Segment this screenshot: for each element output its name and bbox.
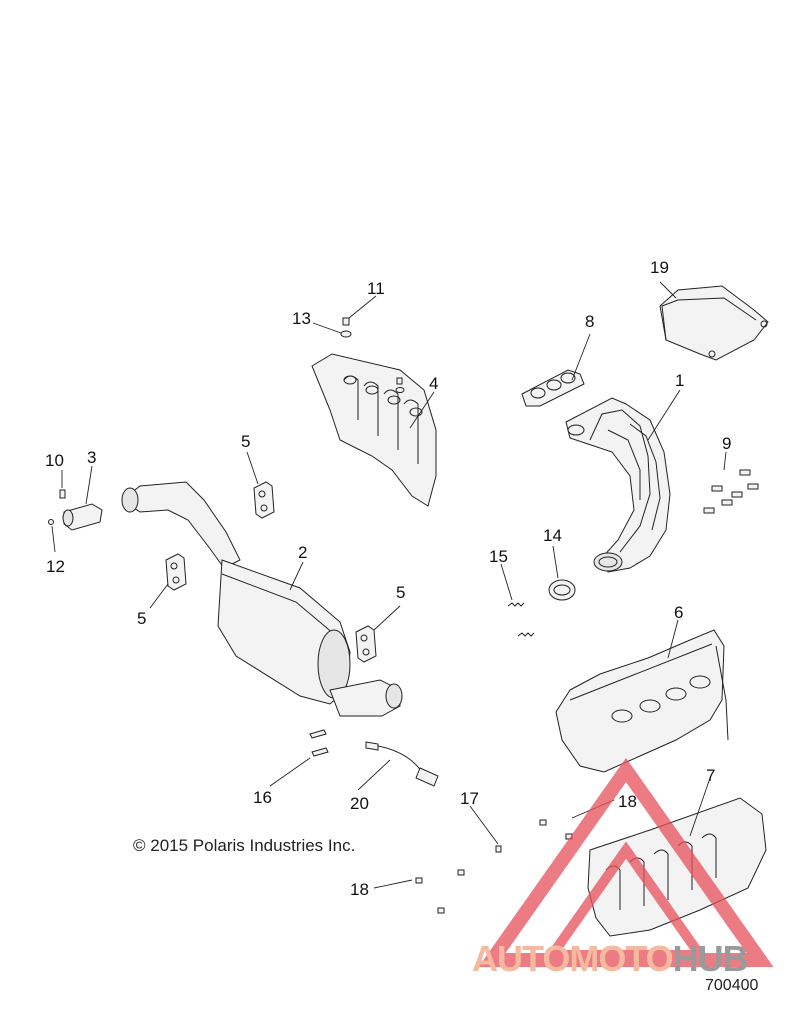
callout-6: 6 xyxy=(674,603,684,622)
callout-3: 3 xyxy=(87,448,97,467)
part-8-exhaust-gasket xyxy=(521,369,585,407)
part-11-bolt xyxy=(342,317,350,326)
callout-20: 20 xyxy=(350,794,369,813)
part-4-manifold-heat-shield xyxy=(311,353,437,507)
callout-13: 13 xyxy=(292,309,311,328)
callout-5-upper: 5 xyxy=(241,432,251,451)
callout-8: 8 xyxy=(585,312,595,331)
callout-14: 14 xyxy=(543,526,562,545)
part-12-screw xyxy=(48,519,54,525)
callout-15: 15 xyxy=(489,547,508,566)
callout-16: 16 xyxy=(253,788,272,807)
leader-lines xyxy=(51,281,727,889)
callout-18-right: 18 xyxy=(618,792,637,811)
callout-9: 9 xyxy=(722,434,732,453)
copyright-notice: © 2015 Polaris Industries Inc. xyxy=(133,836,356,855)
part-19-heat-shield-plate xyxy=(659,285,769,361)
part-6-heat-shield xyxy=(555,629,729,773)
callout-12: 12 xyxy=(46,557,65,576)
callout-4: 4 xyxy=(429,374,439,393)
part-9-bolts xyxy=(703,469,759,514)
callout-19: 19 xyxy=(650,258,669,277)
callout-11: 11 xyxy=(367,279,385,298)
callout-7: 7 xyxy=(706,766,716,785)
figure-number: 700400 xyxy=(705,977,759,994)
part-18-fasteners xyxy=(415,819,573,914)
part-5-isolator-left xyxy=(165,553,187,591)
callout-1: 1 xyxy=(675,371,685,390)
callout-17: 17 xyxy=(460,789,479,808)
callout-10: 10 xyxy=(45,451,64,470)
part-13-washer xyxy=(340,330,352,338)
part-17-screw xyxy=(495,845,502,853)
callout-5-right: 5 xyxy=(396,583,406,602)
part-16-bolts xyxy=(309,729,329,757)
part-20-oxygen-sensor xyxy=(365,741,439,787)
callout-2: 2 xyxy=(298,543,308,562)
watermark-logo xyxy=(478,757,774,967)
part-5-isolator-upper xyxy=(253,481,275,519)
part-5-isolator-right xyxy=(355,625,377,663)
callout-18-left: 18 xyxy=(350,880,369,899)
watermark-text-part2: HUB xyxy=(672,938,749,979)
part-4-small-fasteners xyxy=(395,377,405,393)
part-10-screw xyxy=(59,489,66,499)
watermark-wordmark: AUTOMOTOHUB xyxy=(472,938,749,980)
part-3-tailpipe-tip xyxy=(62,503,103,531)
part-14-clamp-ring xyxy=(548,579,576,601)
part-2-muffler xyxy=(121,481,403,717)
watermark-text-part1: AUTOMOTO xyxy=(472,938,674,979)
part-15-springs xyxy=(507,602,535,637)
part-1-exhaust-manifold xyxy=(565,397,671,573)
callout-5-left: 5 xyxy=(137,609,147,628)
